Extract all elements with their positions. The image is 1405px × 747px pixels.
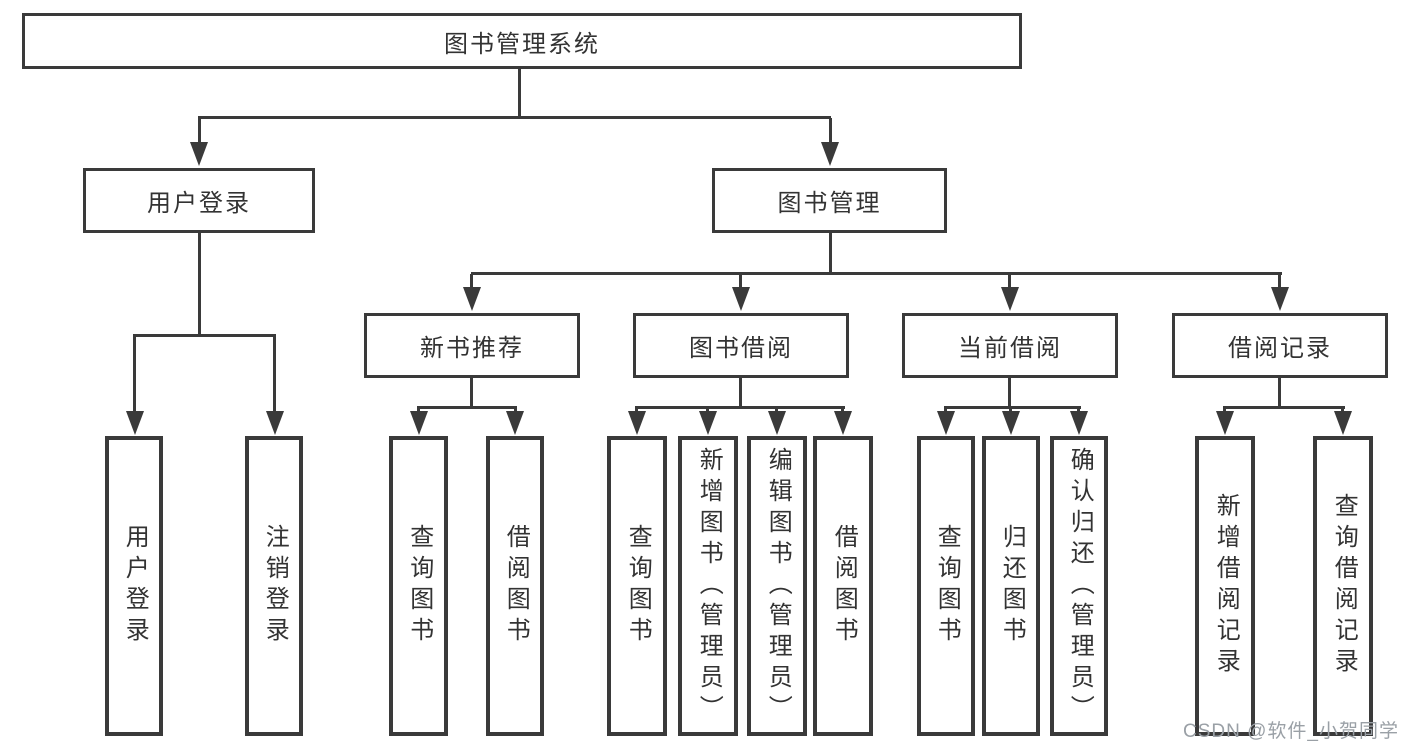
leaf-cb-confirm-return-admin: 确认归还（管理员） — [1050, 436, 1108, 736]
arrowhead — [1070, 411, 1088, 435]
arrowhead — [463, 287, 481, 311]
connector-to-leaf — [706, 406, 709, 414]
arrowhead — [190, 142, 208, 166]
connector-root-split — [198, 116, 831, 119]
connector-stub — [1008, 377, 1011, 408]
leaf-label: 编辑图书（管理员） — [764, 446, 792, 726]
connector-to-leaf — [417, 406, 420, 414]
node-borrowing-records: 借阅记录 — [1172, 313, 1388, 378]
node-library-system: 图书管理系统 — [22, 13, 1022, 69]
leaf-cb-query-books: 查询图书 — [917, 436, 975, 736]
leaf-logout: 注销登录 — [245, 436, 303, 736]
connector-to-leaf — [273, 336, 276, 412]
node-new-book-recommend: 新书推荐 — [364, 313, 580, 378]
leaf-label: 查询图书 — [933, 524, 961, 648]
leaf-label: 新增图书（管理员） — [695, 446, 723, 726]
arrowhead — [699, 411, 717, 435]
connector-split — [1223, 406, 1345, 409]
leaf-cb-return-books: 归还图书 — [982, 436, 1040, 736]
connector-to-leaf — [841, 406, 844, 414]
node-book-management: 图书管理 — [712, 168, 947, 233]
connector-to-leaf — [1341, 406, 1344, 414]
arrowhead — [834, 411, 852, 435]
arrowhead — [821, 142, 839, 166]
leaf-label: 用户登录 — [121, 524, 149, 648]
leaf-nb-query-books: 查询图书 — [389, 436, 448, 736]
node-book-borrowing: 图书借阅 — [633, 313, 849, 378]
connector-book-mgmt-split — [471, 272, 1282, 275]
connector-to-leaf — [133, 336, 136, 412]
connector-stub — [739, 377, 742, 408]
node-user-login: 用户登录 — [83, 168, 315, 233]
connector-to-new-book — [470, 274, 473, 288]
connector-root-stub — [518, 68, 521, 118]
connector-to-leaf — [514, 406, 517, 414]
arrowhead — [1002, 411, 1020, 435]
connector-book-mgmt-stub — [829, 232, 832, 274]
arrowhead — [1271, 287, 1289, 311]
connector-to-borrow-records — [1278, 274, 1281, 288]
leaf-label: 注销登录 — [261, 524, 289, 648]
arrowhead — [506, 411, 524, 435]
arrowhead — [1216, 411, 1234, 435]
connector-to-leaf — [1077, 406, 1080, 414]
connector-stub — [470, 377, 473, 408]
leaf-label: 查询图书 — [405, 524, 433, 648]
leaf-label: 归还图书 — [998, 524, 1026, 648]
arrowhead — [768, 411, 786, 435]
leaf-label: 借阅图书 — [502, 524, 530, 648]
connector-to-current-borrow — [1008, 274, 1011, 288]
arrowhead — [628, 411, 646, 435]
leaf-label: 新增借阅记录 — [1212, 493, 1240, 679]
leaf-nb-borrow-books: 借阅图书 — [486, 436, 544, 736]
connector-to-leaf — [635, 406, 638, 414]
leaf-bb-edit-books-admin: 编辑图书（管理员） — [747, 436, 807, 736]
leaf-bb-query-books: 查询图书 — [607, 436, 667, 736]
arrowhead — [1001, 287, 1019, 311]
arrowhead — [937, 411, 955, 435]
arrowhead — [266, 411, 284, 435]
connector-stub — [1278, 377, 1281, 408]
connector-to-leaf — [1009, 406, 1012, 414]
leaf-user-login: 用户登录 — [105, 436, 163, 736]
connector-to-book-borrow — [739, 274, 742, 288]
connector-user-login-stub — [198, 232, 201, 336]
connector-to-leaf — [944, 406, 947, 414]
arrowhead — [410, 411, 428, 435]
csdn-watermark: CSDN @软件_小贺同学 — [1183, 721, 1399, 742]
leaf-bb-borrow-books: 借阅图书 — [813, 436, 873, 736]
leaf-label: 查询图书 — [624, 524, 652, 648]
connector-split — [417, 406, 517, 409]
node-current-borrowing: 当前借阅 — [902, 313, 1118, 378]
arrowhead — [1334, 411, 1352, 435]
leaf-br-add-record: 新增借阅记录 — [1195, 436, 1255, 736]
leaf-label: 确认归还（管理员） — [1066, 446, 1094, 726]
connector-split — [944, 406, 1081, 409]
arrowhead — [732, 287, 750, 311]
arrowhead — [126, 411, 144, 435]
connector-to-user-login — [198, 118, 201, 144]
leaf-bb-add-books-admin: 新增图书（管理员） — [678, 436, 738, 736]
leaf-label: 借阅图书 — [830, 524, 858, 648]
leaf-label: 查询借阅记录 — [1330, 493, 1358, 679]
leaf-br-query-record: 查询借阅记录 — [1313, 436, 1373, 736]
connector-split — [636, 406, 845, 409]
connector-to-book-mgmt — [829, 118, 832, 144]
connector-to-leaf — [1223, 406, 1226, 414]
connector-to-leaf — [775, 406, 778, 414]
connector-user-login-split — [133, 334, 276, 337]
